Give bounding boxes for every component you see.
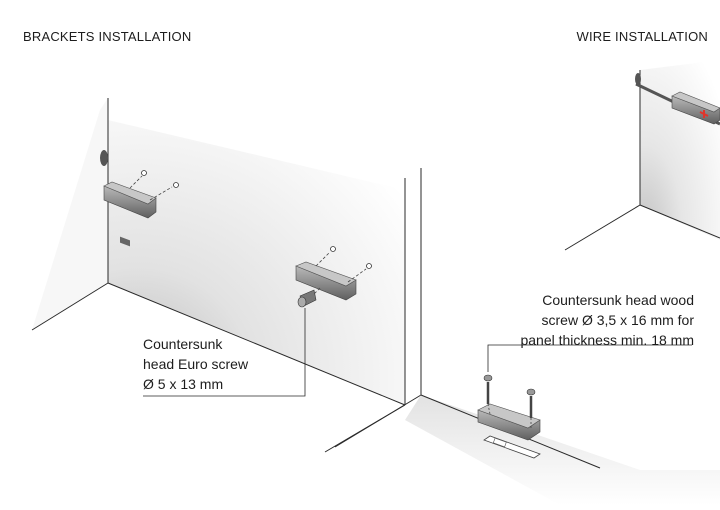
- wood-screw-caption-line-3: panel thickness min. 18 mm: [520, 332, 694, 348]
- wood-screw-caption-line-2: screw Ø 3,5 x 16 mm for: [541, 312, 694, 328]
- left-floor-edge: [31, 282, 109, 331]
- right-wall-shade: [640, 60, 720, 240]
- left-wall-shade: [108, 120, 405, 405]
- left-floor-back: [107, 282, 406, 406]
- bracket-upper-left: [103, 170, 179, 247]
- wood-screw-caption: Countersunk head wood screw Ø 3,5 x 16 m…: [520, 290, 694, 350]
- euro-screw-leader: [143, 308, 306, 397]
- euro-screw-caption-line-1: Countersunk: [143, 336, 223, 352]
- wall-hole: [100, 150, 108, 166]
- wood-screw-caption-line-1: Countersunk head wood: [542, 292, 694, 308]
- right-floor-shade: [405, 395, 720, 505]
- euro-screw-caption: Countersunk head Euro screw Ø 5 x 13 mm: [143, 334, 248, 394]
- left-side-shade: [32, 98, 108, 330]
- euro-screw-caption-line-3: Ø 5 x 13 mm: [143, 376, 224, 392]
- wood-screw-leader: [487, 344, 692, 372]
- brackets-installation-title: BRACKETS INSTALLATION: [23, 29, 192, 44]
- bracket-floor: [477, 374, 541, 459]
- wire-installation-title: WIRE INSTALLATION: [576, 29, 708, 44]
- euro-screw-caption-line-2: head Euro screw: [143, 356, 249, 372]
- wire-bracket: [635, 73, 720, 126]
- bracket-lower-left: [295, 246, 372, 308]
